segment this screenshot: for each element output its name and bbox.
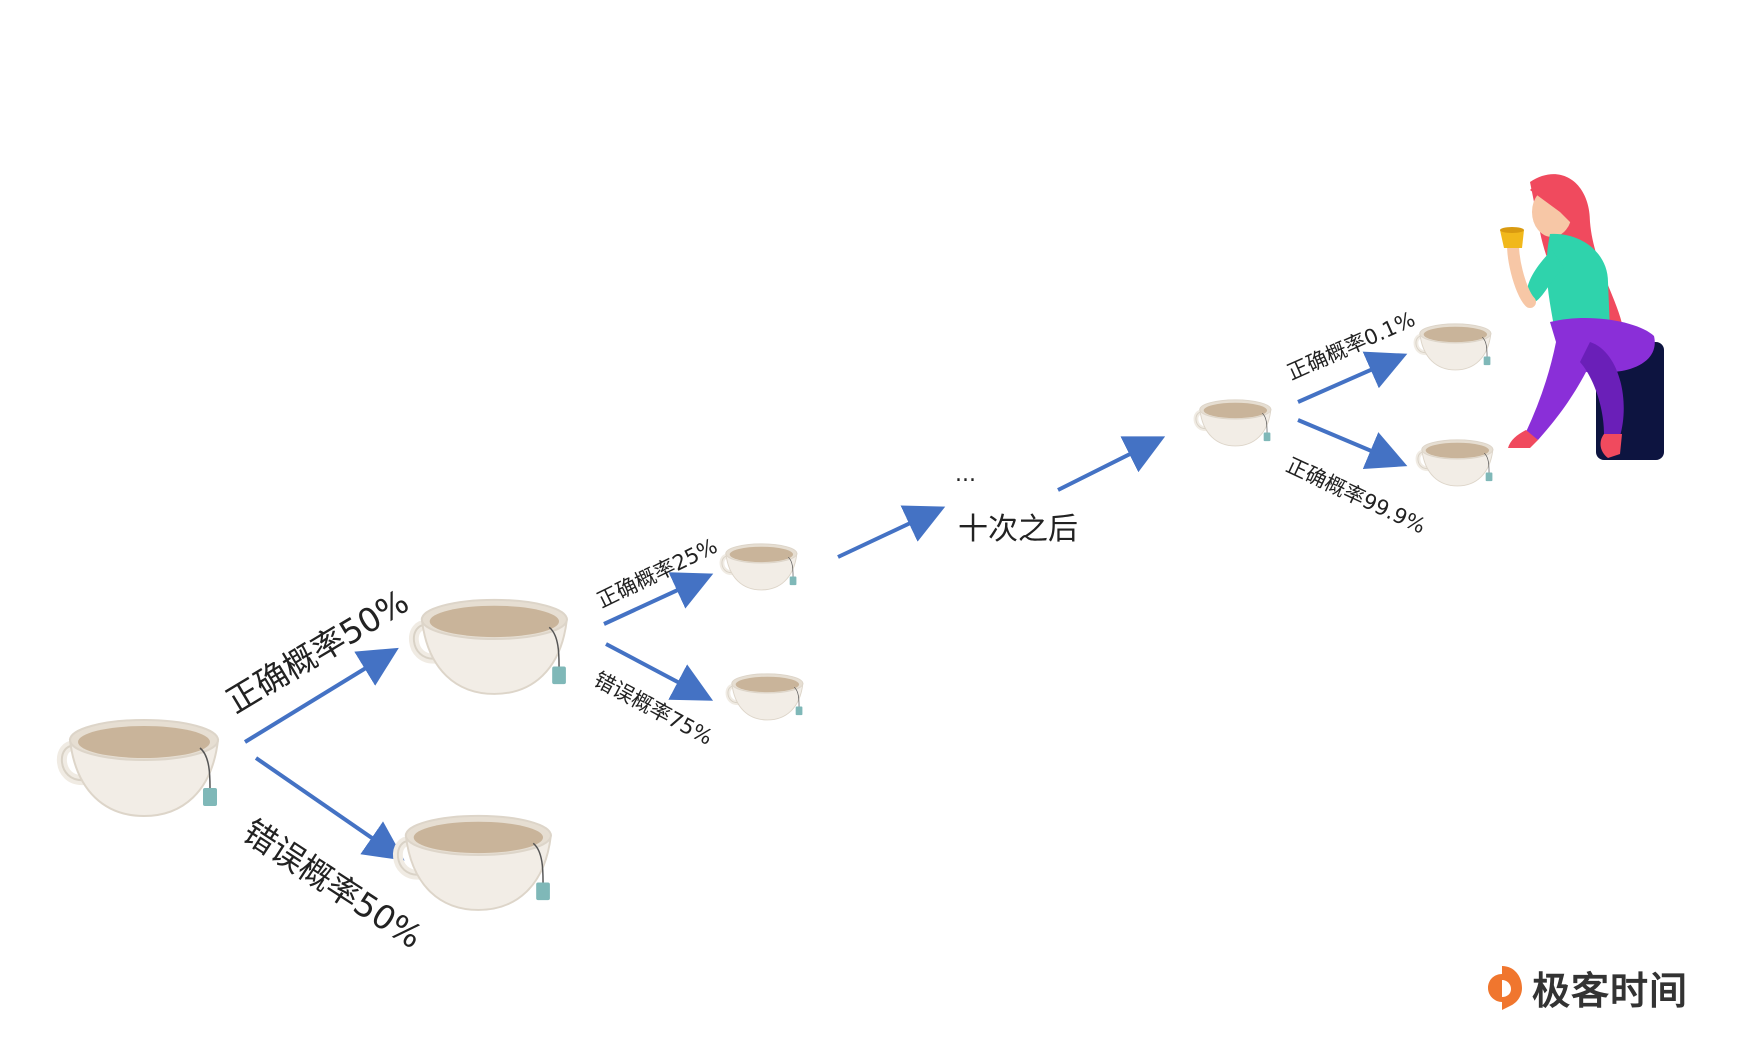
brand-name: 极客时间 bbox=[1532, 969, 1689, 1013]
tea-cup-icon bbox=[722, 544, 797, 590]
label-ellipsis: ... bbox=[955, 462, 976, 487]
tea-cup-icon bbox=[62, 720, 218, 816]
arrow-final-correct bbox=[1297, 351, 1408, 404]
arrows bbox=[243, 351, 1408, 861]
arrow-second-wrong bbox=[605, 642, 714, 701]
arrow-final-wrong bbox=[1297, 418, 1408, 469]
woman-drinking-tea-illustration bbox=[1500, 174, 1664, 460]
tea-cup-icon bbox=[1196, 400, 1271, 446]
tea-cup-icon bbox=[398, 816, 551, 910]
arrow-continue bbox=[837, 505, 946, 559]
arrow-first-correct bbox=[243, 647, 399, 744]
brand-logo: 极客时间 bbox=[1480, 960, 1688, 1015]
tea-cup-icon bbox=[1418, 440, 1493, 486]
arrow-after-ten bbox=[1057, 436, 1166, 492]
geektime-logo-icon bbox=[1488, 965, 1522, 1010]
tea-cup-icon bbox=[414, 600, 567, 694]
tea-cup-icon bbox=[728, 674, 803, 720]
arrow-second-correct bbox=[603, 572, 714, 626]
label-after-ten: 十次之后 bbox=[958, 512, 1078, 547]
tea-cup-icon bbox=[1416, 324, 1491, 370]
arrow-first-wrong bbox=[254, 756, 405, 861]
